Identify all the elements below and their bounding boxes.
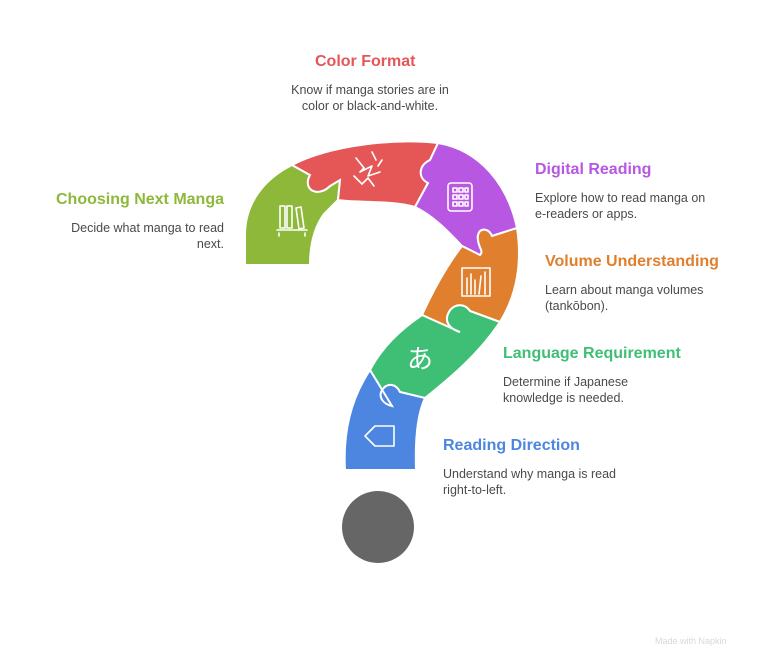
reading-direction-title: Reading Direction <box>443 437 580 454</box>
language-requirement-desc: Determine if Japanese knowledge is neede… <box>503 375 629 405</box>
library-icon <box>461 267 491 297</box>
color-format-desc: Know if manga stories are in color or bl… <box>291 83 449 113</box>
watermark: Made with Napkin <box>655 636 727 646</box>
reading-direction-piece <box>343 368 427 471</box>
volume-understanding-title: Volume Understanding <box>545 253 719 270</box>
digital-reading-title: Digital Reading <box>535 161 652 178</box>
choosing-next-manga-desc: Decide what manga to read next. <box>71 221 224 251</box>
digital-reading-desc: Explore how to read manga on e-readers o… <box>535 191 706 221</box>
color-format-title: Color Format <box>315 53 416 70</box>
language-requirement-title: Language Requirement <box>503 345 681 362</box>
question-mark-dot <box>342 491 414 563</box>
choosing-next-manga-title: Choosing Next Manga <box>55 191 224 208</box>
left-tag-icon <box>364 425 395 447</box>
hiragana-icon: あ <box>407 345 433 375</box>
reading-direction-desc: Understand why manga is read right-to-le… <box>443 467 617 497</box>
bookshelf-icon <box>276 205 308 237</box>
volume-understanding-desc: Learn about manga volumes (tankōbon). <box>545 283 704 313</box>
spark-icon <box>353 151 383 187</box>
tablet-icon <box>447 182 473 212</box>
